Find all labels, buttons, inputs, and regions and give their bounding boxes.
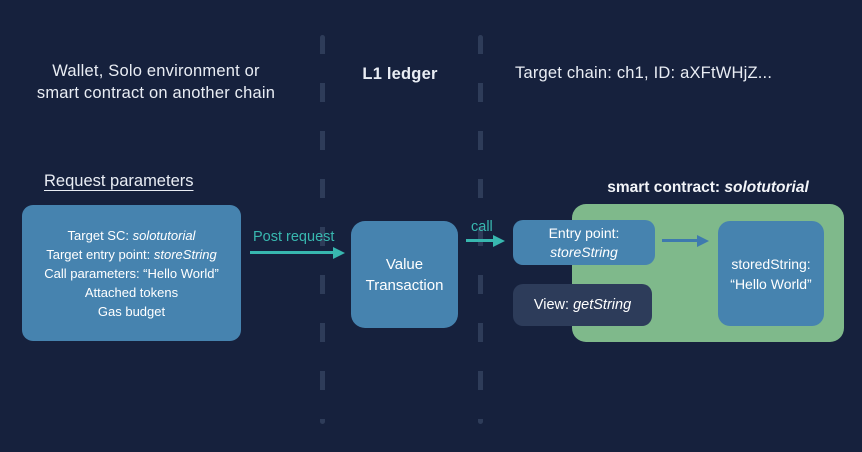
smart-contract-heading: smart contract: solotutorial <box>572 179 844 197</box>
smart-contract-heading-label: smart contract: <box>607 179 725 196</box>
call-arrow <box>466 239 494 242</box>
request-line2-value: storeString <box>153 246 217 262</box>
request-line2-label: Target entry point: <box>46 246 154 262</box>
value-transaction-label: Value Transaction <box>365 255 444 294</box>
stored-string-box: storedString: “Hello World” <box>718 221 824 326</box>
request-line-attached-tokens: Attached tokens <box>84 284 179 300</box>
request-line-target-sc: Target SC: solotutorial <box>68 226 196 245</box>
post-request-arrow <box>250 251 334 254</box>
post-request-label: Post request <box>253 229 335 245</box>
left-column-title: Wallet, Solo environment or smart contra… <box>8 60 304 104</box>
view-box: View: getString <box>513 284 652 326</box>
smart-contract-heading-value: solotutorial <box>724 179 809 196</box>
request-line-call-params: Call parameters: “Hello World” <box>44 265 219 281</box>
entry-point-label: Entry point: <box>548 224 620 241</box>
entry-point-value: storeString <box>550 243 618 260</box>
view-line: View: getString <box>534 297 631 313</box>
request-line1-label: Target SC: <box>67 227 133 243</box>
request-line-entry-point: Target entry point: storeString <box>46 245 217 264</box>
entry-to-stored-arrow <box>662 239 698 242</box>
stored-string-value: “Hello World” <box>730 275 812 292</box>
left-column-title-line1: Wallet, Solo environment or <box>52 62 260 80</box>
dashed-divider-left <box>320 35 325 424</box>
request-parameters-box: Target SC: solotutorial Target entry poi… <box>22 205 241 341</box>
right-column-title: Target chain: ch1, ID: aXFtWHjZ... <box>515 64 773 82</box>
dashed-divider-right <box>478 35 483 424</box>
left-column-title-line2: smart contract on another chain <box>36 84 276 102</box>
view-value: getString <box>573 297 632 313</box>
request-parameters-heading: Request parameters <box>44 172 194 190</box>
entry-point-box: Entry point: storeString <box>513 220 655 265</box>
request-line-gas-budget: Gas budget <box>97 303 166 319</box>
view-label: View: <box>533 297 574 313</box>
value-transaction-box: Value Transaction <box>351 221 458 328</box>
stored-string-label: storedString: <box>731 255 811 272</box>
middle-column-title: L1 ledger <box>362 65 438 83</box>
call-label: call <box>471 219 493 235</box>
request-line1-value: solotutorial <box>132 227 196 243</box>
